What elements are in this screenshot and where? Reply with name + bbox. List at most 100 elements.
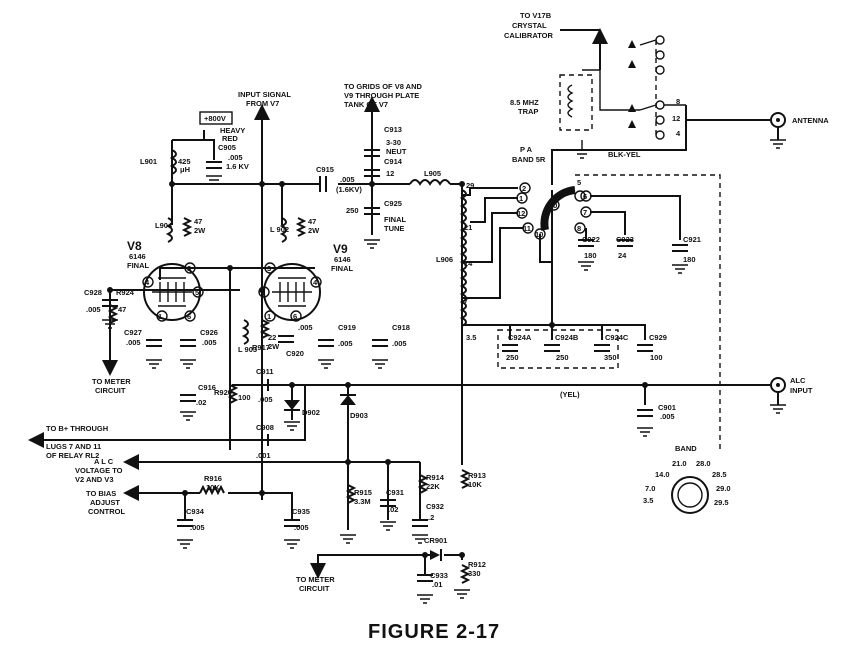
c925-val: 250	[346, 206, 359, 215]
v8-name: V8	[127, 239, 142, 253]
c918-val: .005	[392, 339, 407, 348]
v8-pin-5: 5	[195, 288, 199, 297]
capacitors	[102, 149, 688, 582]
heavy-red-label-2: RED	[222, 134, 238, 143]
relay-contacts	[628, 35, 686, 140]
bias-adjust-label-2: ADJUST	[90, 498, 120, 507]
bias-adjust-label: TO BIAS	[86, 489, 116, 498]
c925-ref: C925	[384, 199, 402, 208]
input-signal-label: INPUT SIGNAL	[238, 90, 291, 99]
bias-adjust-label-3: CONTROL	[88, 507, 125, 516]
c922-val: 180	[584, 251, 597, 260]
c925-tune: TUNE	[384, 224, 404, 233]
band-pos-28-5: 28.5	[712, 470, 727, 479]
r920-val: 100	[238, 393, 251, 402]
c924b-val: 250	[556, 353, 569, 362]
r904-val: 47	[194, 217, 202, 226]
alc-input-label: ALC	[790, 376, 806, 385]
alc-input-jack	[770, 377, 786, 405]
c923-ref: C923	[616, 235, 634, 244]
v17b-label-2: CRYSTAL	[512, 21, 547, 30]
c913-val: 3-30	[386, 138, 401, 147]
c911-ref: C911	[256, 367, 274, 376]
b-plus-label-3: OF RELAY RL2	[46, 451, 99, 460]
d903-ref: D903	[350, 411, 368, 420]
trap-label-2: TRAP	[518, 107, 538, 116]
v9-pin-6: 6	[293, 312, 297, 321]
meter-circuit-1-label-2: CIRCUIT	[95, 386, 126, 395]
c915-val: .005	[340, 175, 355, 184]
alc-voltage-label: A L C	[94, 457, 114, 466]
c934-val: .005	[190, 523, 205, 532]
tap-29: 29	[466, 181, 474, 190]
c922-ref: C922	[582, 235, 600, 244]
switch-pin-2: 2	[522, 184, 526, 193]
v8-type: 6146	[129, 252, 146, 261]
figure-labels: INPUT SIGNAL FROM V7 TO GRIDS OF V8 AND …	[46, 11, 829, 593]
switch-pin-10b: 10	[549, 201, 557, 210]
l902-ref: L 902	[270, 225, 289, 234]
switch-pin-11: 11	[523, 224, 531, 233]
diodes	[284, 385, 442, 561]
c934-ref: C934	[186, 507, 205, 516]
component-labels: L901 425 μH C905 .005 1.6 KV C915 .005 (…	[84, 97, 701, 589]
switch-pin-6: 6	[583, 192, 587, 201]
relay-pin-8: 8	[676, 97, 680, 106]
band-pos-14-0: 14.0	[655, 470, 670, 479]
c935-ref: C935	[292, 507, 310, 516]
wiring	[30, 29, 770, 575]
tube-v9	[258, 262, 322, 322]
c921-val: 180	[683, 255, 696, 264]
tube-v8	[142, 262, 204, 322]
c926-val: .005	[202, 338, 217, 347]
switch-pin-5: 5	[577, 178, 581, 187]
d902-ref: D902	[302, 408, 320, 417]
c926-ref: C926	[200, 328, 218, 337]
v9-pin-4: 4	[313, 278, 318, 287]
r914-ref: R914	[426, 473, 445, 482]
c920-val: .005	[298, 323, 313, 332]
band-pos-29-0: 29.0	[716, 484, 731, 493]
c920-ref: C920	[286, 349, 304, 358]
pa-band-label-2: BAND 5R	[512, 155, 546, 164]
l904-ref: L904	[155, 221, 173, 230]
r917-val: 22	[268, 333, 276, 342]
c905-val: .005	[228, 153, 243, 162]
band-pos-7-0: 7.0	[645, 484, 655, 493]
tube-labels: V8 6146 FINAL V9 6146 FINAL	[127, 239, 353, 273]
c925-final: FINAL	[384, 215, 406, 224]
v8-pin-6: 6	[187, 312, 191, 321]
grounds	[102, 139, 786, 604]
c919-ref: C919	[338, 323, 356, 332]
c933-ref: C933	[430, 571, 448, 580]
c924a-ref: C924A	[508, 333, 532, 342]
band-pos-21-0: 21.0	[672, 459, 687, 468]
r915-ref: R915	[354, 488, 372, 497]
c933-val: .01	[432, 580, 442, 589]
l905-ref: L905	[424, 169, 441, 178]
c916-ref: C916	[198, 383, 216, 392]
meter-circuit-1-label: TO METER	[92, 377, 131, 386]
l901-val: 425	[178, 157, 191, 166]
c908-val: .001	[256, 451, 271, 460]
alc-input-label-2: INPUT	[790, 386, 813, 395]
meter-circuit-2-label: TO METER	[296, 575, 335, 584]
signal-arrows	[28, 28, 608, 579]
c924a-val: 250	[506, 353, 519, 362]
hv-box-label: +800V	[204, 114, 226, 123]
figure-title: FIGURE 2-17	[368, 621, 500, 643]
input-signal-label-2: FROM V7	[246, 99, 279, 108]
c927-ref: C927	[124, 328, 142, 337]
antenna-label: ANTENNA	[792, 116, 829, 125]
r904-w: 2W	[194, 226, 206, 235]
band-pos-29-5: 29.5	[714, 498, 729, 507]
hv-box	[199, 111, 233, 125]
c924c-ref: C924C	[605, 333, 629, 342]
r915-val: 3.3M	[354, 497, 371, 506]
r924-val: 47	[118, 305, 126, 314]
l906-ref: L906	[436, 255, 453, 264]
antenna-jack	[770, 112, 786, 140]
grids-label-3: TANK OF V7	[344, 100, 388, 109]
tap-14: 14	[464, 259, 473, 268]
